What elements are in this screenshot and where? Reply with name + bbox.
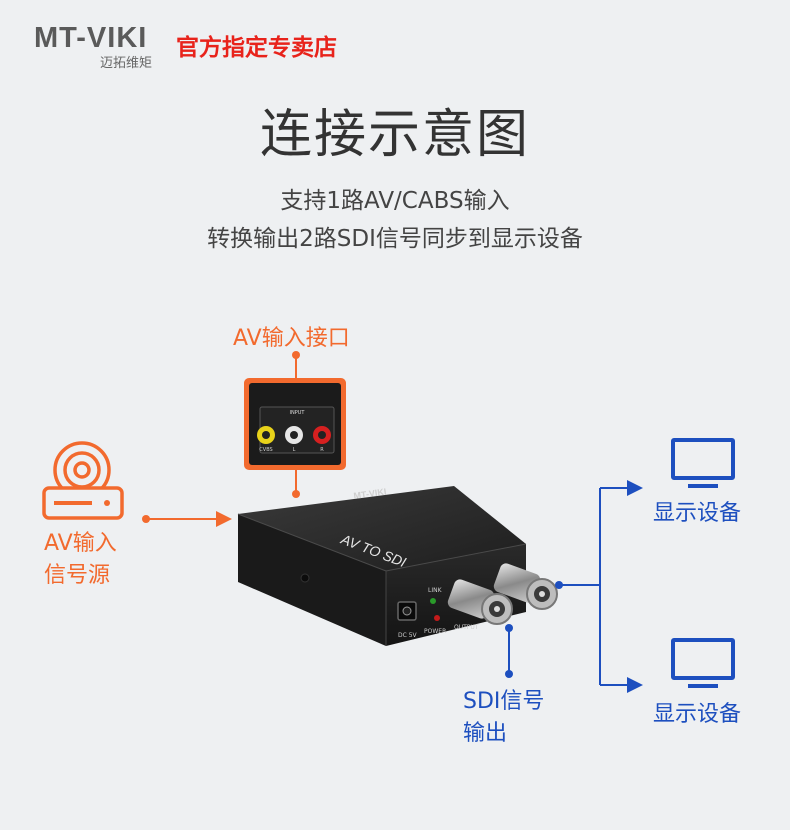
port-callout-connector bbox=[292, 351, 300, 498]
sdi-split-lines bbox=[555, 480, 643, 693]
sdi-output-connector bbox=[505, 624, 513, 678]
av-source-label-line2: 信号源 bbox=[44, 563, 111, 588]
dvd-player-icon bbox=[42, 441, 124, 520]
store-name: 官方指定专卖店 bbox=[176, 35, 337, 61]
port-label-l: L bbox=[293, 447, 296, 453]
sdi-output-label: SDI信号 输出 bbox=[463, 686, 544, 750]
rear-label-output: OUTPUT bbox=[454, 624, 479, 631]
port-label-r: R bbox=[320, 447, 324, 453]
monitor-icon bbox=[671, 638, 735, 688]
rear-label-power: POWER bbox=[424, 628, 446, 635]
brand-wordmark: MT-VIKI bbox=[34, 22, 148, 54]
page-title: 连接示意图 bbox=[259, 105, 530, 165]
display-label-2: 显示设备 bbox=[653, 702, 742, 727]
av-source-label-line1: AV输入 bbox=[44, 531, 117, 556]
port-header-text: INPUT bbox=[290, 410, 306, 416]
sdi-output-label-line2: 输出 bbox=[463, 721, 508, 746]
av-source-label: AV输入 信号源 bbox=[44, 528, 117, 592]
rear-label-dc5v: DC 5V bbox=[398, 632, 418, 639]
rca-white-port bbox=[285, 426, 303, 444]
sdi-output-label-line1: SDI信号 bbox=[463, 689, 545, 714]
subtitle-line-2: 转换输出2路SDI信号同步到显示设备 bbox=[207, 226, 583, 252]
display-label-1: 显示设备 bbox=[653, 501, 742, 526]
subtitle-line-1: 支持1路AV/CABS输入 bbox=[280, 188, 510, 214]
rca-yellow-port bbox=[257, 426, 275, 444]
brand-wordmark-cn: 迈拓维矩 bbox=[100, 56, 153, 71]
av-input-port-label: AV输入接口 bbox=[233, 326, 350, 351]
bnc-connector-2 bbox=[493, 563, 558, 610]
bnc-connector-1 bbox=[447, 579, 513, 625]
av-to-sdi-converter: MT-VIKI AV TO SDI DC 5V POWER OUTPUT LIN… bbox=[237, 486, 527, 646]
av-source-arrow bbox=[142, 511, 232, 527]
monitor-icon bbox=[671, 438, 735, 488]
brand-logo: MT-VIKI 迈拓维矩 bbox=[34, 22, 152, 71]
device-top-logo: MT-VIKI bbox=[353, 486, 387, 500]
av-input-port-callout: INPUT CVBS L R bbox=[244, 378, 346, 470]
rca-red-port bbox=[313, 426, 331, 444]
rear-label-link: LINK bbox=[428, 587, 443, 594]
port-label-cvbs: CVBS bbox=[259, 447, 272, 453]
